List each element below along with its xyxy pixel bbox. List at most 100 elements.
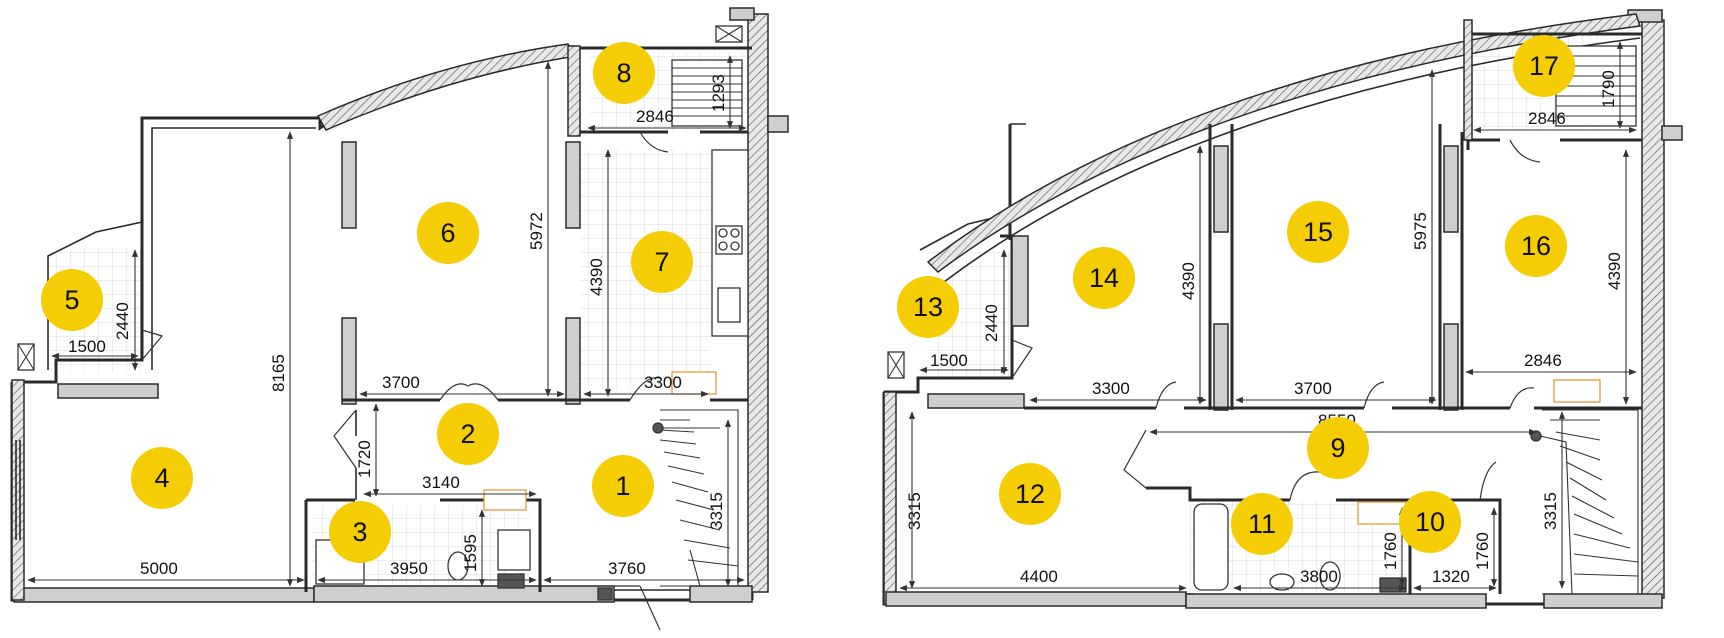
dim-5975: 5975 xyxy=(1411,212,1430,250)
vent-box-left-top xyxy=(715,25,743,43)
door-bath11 xyxy=(1289,471,1321,501)
left-apartment xyxy=(10,7,789,631)
svg-text:17: 17 xyxy=(1529,51,1559,81)
right-right-wall xyxy=(1641,19,1665,599)
dim-1790: 1790 xyxy=(1599,70,1618,108)
right-bottom-wall-1 xyxy=(885,591,1187,607)
wall-room6-left-top xyxy=(341,141,357,229)
burner-1 xyxy=(718,228,728,238)
door-loggia13 xyxy=(1011,339,1033,379)
room-badge-12[interactable]: 12 xyxy=(999,463,1061,525)
dim-1320: 1320 xyxy=(1432,567,1470,586)
left-right-stub xyxy=(767,115,789,133)
dim-4400: 4400 xyxy=(1020,567,1058,586)
svg-text:3: 3 xyxy=(352,517,367,547)
svg-text:2: 2 xyxy=(460,419,475,449)
door-loggia5 xyxy=(141,329,164,361)
dim-4390-right-b: 4390 xyxy=(1605,252,1624,290)
svg-text:10: 10 xyxy=(1415,507,1445,537)
burner-2 xyxy=(730,228,740,238)
left-bottom-wall-2 xyxy=(313,585,615,603)
wall-room6-right-bottom xyxy=(565,317,581,405)
left-bottom-wall xyxy=(13,587,315,603)
room-badge-2[interactable]: 2 xyxy=(437,403,499,465)
room-badge-11[interactable]: 11 xyxy=(1231,493,1293,555)
svg-text:5: 5 xyxy=(64,285,79,315)
dim-3950: 3950 xyxy=(390,559,428,578)
svg-text:7: 7 xyxy=(654,247,669,277)
room-badge-16[interactable]: 16 xyxy=(1505,215,1567,277)
wall-room15-left-top xyxy=(1213,145,1229,233)
left-lower-wall xyxy=(11,379,25,601)
svg-text:15: 15 xyxy=(1303,217,1333,247)
wall-bath3 xyxy=(304,498,542,592)
dim-3300-left: 3300 xyxy=(644,373,682,392)
right-staircase xyxy=(1530,409,1639,595)
room-badge-4[interactable]: 4 xyxy=(131,447,193,509)
left-window xyxy=(15,440,21,540)
dim-3140: 3140 xyxy=(422,473,460,492)
svg-text:12: 12 xyxy=(1015,479,1045,509)
dim-1595: 1595 xyxy=(461,534,480,572)
balcony-8-walls xyxy=(575,46,752,134)
svg-text:16: 16 xyxy=(1521,231,1551,261)
wall-hall9-bottom xyxy=(1146,486,1502,594)
room-badge-1[interactable]: 1 xyxy=(592,455,654,517)
svg-text:1: 1 xyxy=(615,471,630,501)
dim-4390-left: 4390 xyxy=(587,258,606,296)
dim-3760: 3760 xyxy=(608,559,646,578)
dim-1500-right: 1500 xyxy=(930,351,968,370)
right-upper-partition xyxy=(927,393,1025,409)
right-bottom-wall-2 xyxy=(1185,593,1487,609)
burner-3 xyxy=(718,241,728,251)
room-badge-3[interactable]: 3 xyxy=(329,501,391,563)
room-badge-8[interactable]: 8 xyxy=(593,42,655,104)
dim-5972: 5972 xyxy=(527,212,546,250)
wall-room6-left-bottom xyxy=(341,317,357,405)
room-badge-5[interactable]: 5 xyxy=(41,269,103,331)
door-balcony17 xyxy=(1509,139,1541,163)
room-badge-13[interactable]: 13 xyxy=(897,276,959,338)
dim-2846-right-top: 2846 xyxy=(1528,109,1566,128)
room-badge-17[interactable]: 17 xyxy=(1513,35,1575,97)
vent-box-left-mid xyxy=(17,343,35,371)
dim-2846-right-mid: 2846 xyxy=(1524,351,1562,370)
room-badge-15[interactable]: 15 xyxy=(1287,201,1349,263)
room-badge-7[interactable]: 7 xyxy=(631,231,693,293)
svg-text:14: 14 xyxy=(1089,263,1119,293)
door-balcony8 xyxy=(639,131,669,153)
room-badge-6[interactable]: 6 xyxy=(417,202,479,264)
room-badge-10[interactable]: 10 xyxy=(1399,491,1461,553)
left-bottom-wall-3 xyxy=(689,585,753,603)
dimension-labels: 2846 1293 5972 4390 8165 2440 1500 3700 … xyxy=(68,70,1624,586)
dim-3700-right: 3700 xyxy=(1294,379,1332,398)
bathtub xyxy=(1193,503,1229,591)
right-right-stub xyxy=(1661,125,1683,141)
wall-room14-left xyxy=(1011,235,1029,327)
balcony17-wall-left xyxy=(1463,19,1473,141)
room-badges: 1 2 3 4 5 6 7 8 9 10 11 12 13 14 15 16 1… xyxy=(41,35,1575,563)
boiler-right xyxy=(1553,379,1601,403)
balcony-8-wall-left xyxy=(567,45,581,137)
dim-1760-a: 1760 xyxy=(1381,532,1400,570)
room-badge-9[interactable]: 9 xyxy=(1307,417,1369,479)
svg-text:13: 13 xyxy=(913,292,943,322)
door-room12 xyxy=(1123,429,1147,489)
right-apartment xyxy=(882,9,1683,609)
svg-text:4: 4 xyxy=(154,463,169,493)
balcony8-radiator xyxy=(671,59,743,127)
door-room16 xyxy=(1509,387,1535,409)
room-badge-14[interactable]: 14 xyxy=(1073,247,1135,309)
wall-room15-left-bottom xyxy=(1213,323,1229,411)
dim-3300-right: 3300 xyxy=(1092,379,1130,398)
dim-1760-b: 1760 xyxy=(1473,532,1492,570)
dim-3315-left: 3315 xyxy=(707,492,726,530)
dim-2440-left: 2440 xyxy=(113,302,132,340)
vent-box-right xyxy=(887,351,905,379)
wall-room6-right-top xyxy=(565,141,581,229)
bath3-basin xyxy=(483,489,527,511)
wall-room16-left-bottom xyxy=(1443,323,1459,411)
dim-4390-right-a: 4390 xyxy=(1179,262,1198,300)
right-curved-facade xyxy=(926,13,1641,273)
